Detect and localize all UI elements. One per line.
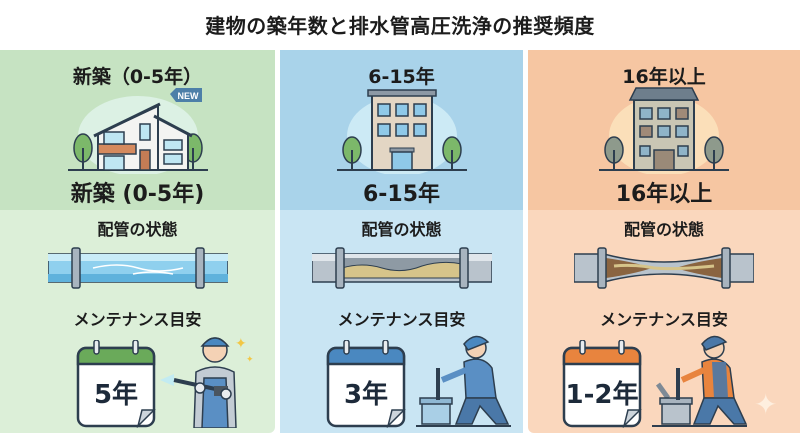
old-building-icon (599, 87, 729, 174)
pipe-condition-title: 配管の状態 (623, 220, 704, 239)
maintenance-title: メンテナンス目安 (73, 310, 202, 329)
calendar-icon: 3年 (326, 339, 406, 429)
clean-pipe-icon (47, 247, 228, 289)
svg-text:✦: ✦ (235, 336, 247, 352)
panel-old-building: 16年以上 16年以上 配管の状態 (528, 50, 800, 433)
panel-mid-building: 6-15年 6-15年 配管の状態 (280, 50, 523, 433)
maintenance-section: 配管の状態 メンテナンス目安 3年 (280, 210, 523, 433)
worker-kneeling-icon (416, 335, 511, 427)
maintenance-section: 配管の状態 メンテナンス目安 5年 ✦ ✦ (0, 210, 275, 433)
worker-pressure-washer-icon: ✦ ✦ (160, 336, 254, 428)
calendar-icon: 1-2年 (562, 339, 642, 429)
age-label: 6-15年 (362, 182, 441, 207)
new-badge: NEW (177, 91, 199, 101)
pipe-condition-title: 配管の状態 (97, 220, 178, 239)
interval-value: 3年 (343, 380, 389, 410)
calendar-icon: 5年 (76, 339, 156, 429)
age-section: 新築（0-5年） NEW 新築 (0-5年) (0, 50, 275, 210)
age-label: 16年以上 (615, 182, 713, 207)
page-title: 建物の築年数と排水管高圧洗浄の推奨頻度 (205, 13, 595, 38)
age-heading: 6-15年 (368, 66, 435, 88)
worker-repair-icon (652, 335, 748, 427)
maintenance-section: 配管の状態 メンテナンス目安 1-2年 (528, 210, 800, 433)
age-heading: 16年以上 (622, 66, 706, 88)
interval-value: 1-2年 (565, 380, 639, 410)
maintenance-title: メンテナンス目安 (337, 310, 466, 329)
panel-new-building: 新築（0-5年） NEW 新築 (0-5年) 配管の状態 (0, 50, 275, 433)
age-section: 16年以上 16年以上 (528, 50, 800, 210)
age-section: 6-15年 6-15年 (280, 50, 523, 210)
pipe-condition-title: 配管の状態 (361, 220, 442, 239)
interval-value: 5年 (93, 380, 139, 410)
maintenance-title: メンテナンス目安 (600, 310, 728, 329)
age-label: 新築 (0-5年) (70, 182, 205, 207)
mid-building-icon (336, 89, 467, 174)
partially-clogged-pipe-icon (311, 247, 492, 289)
heavily-clogged-pipe-icon (574, 247, 754, 289)
new-house-icon: NEW (67, 88, 208, 174)
age-heading: 新築（0-5年） (72, 66, 203, 88)
sparkle-icon: ✦ (754, 388, 778, 421)
svg-text:✦: ✦ (246, 355, 254, 365)
